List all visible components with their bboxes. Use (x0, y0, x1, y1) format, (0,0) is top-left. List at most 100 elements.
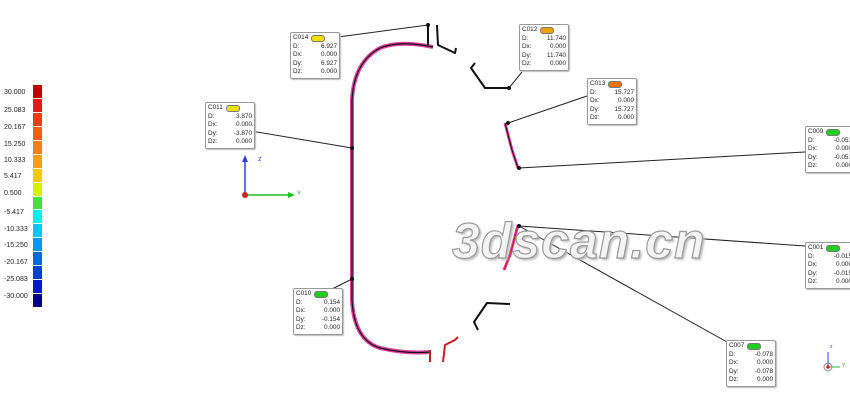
field-value-d: 3.870 (236, 112, 252, 120)
field-label: D: (522, 34, 529, 42)
watermark: 3dscan.cn (451, 212, 706, 269)
leader-c012 (508, 71, 523, 89)
field-value-dz: 0.000 (321, 68, 337, 76)
deviation-color-badge (747, 342, 762, 350)
callout-id: C010 (296, 290, 312, 297)
field-label: Dz: (293, 68, 303, 76)
legend-label: 10.333 (4, 157, 26, 164)
field-value-dz: 0.000 (550, 60, 566, 68)
field-value-d: 15.727 (614, 88, 634, 96)
mini-z-label: z (830, 344, 833, 350)
deviation-color-badge (540, 26, 555, 34)
leader-lines (244, 24, 806, 343)
legend-swatch (33, 266, 42, 281)
legend-swatch (33, 196, 42, 211)
field-label: Dx: (208, 121, 218, 129)
field-label: Dx: (296, 307, 306, 315)
leader-c013 (507, 95, 588, 124)
legend-swatch (33, 140, 42, 155)
deviation-color-badge (225, 104, 240, 112)
deviation-color-badge (314, 290, 329, 298)
field-label: D: (590, 88, 597, 96)
callout-id: C014 (293, 34, 309, 41)
legend-swatch (33, 85, 42, 99)
legend-swatch (33, 112, 42, 127)
legend-label: -25.083 (4, 276, 28, 283)
field-value-dz: 0.000 (836, 162, 850, 170)
field-value-dy: 15.727 (614, 105, 634, 113)
legend-swatch (33, 126, 42, 141)
field-label: Dy: (522, 51, 532, 59)
mini-axis-triad (823, 352, 840, 372)
field-value-dx: 0.000 (550, 43, 566, 51)
deviation-color-badge (311, 34, 326, 42)
legend-label: 5.417 (4, 173, 22, 180)
axis-triad (242, 155, 295, 198)
field-label: Dx: (808, 261, 818, 269)
field-label: D: (296, 298, 303, 306)
leader-c014 (337, 24, 429, 38)
legend-label: 20.167 (4, 124, 26, 131)
field-value-dy: -3.870 (233, 129, 252, 137)
legend-label: -15.250 (4, 242, 28, 249)
part-cross-section (350, 24, 520, 363)
legend-label: 25.083 (4, 107, 26, 114)
field-value-dz: 0.000 (618, 114, 634, 122)
leader-c011 (244, 129, 353, 149)
field-label: Dy: (296, 315, 306, 323)
field-label: Dz: (729, 376, 739, 384)
field-label: Dy: (729, 367, 739, 375)
legend-swatch (33, 252, 42, 267)
field-value-dx: 0.000 (757, 359, 773, 367)
field-label: D: (208, 112, 215, 120)
field-value-dy: -0.154 (321, 315, 340, 323)
callout-id: C009 (808, 128, 824, 135)
field-label: D: (293, 42, 300, 50)
field-value-dz: 0.000 (757, 376, 773, 384)
field-value-d: -0.051 (833, 136, 850, 144)
field-label: Dz: (808, 162, 818, 170)
legend-swatch (33, 182, 42, 197)
field-value-dz: 0.000 (236, 138, 252, 146)
legend-label: -10.333 (4, 226, 28, 233)
field-value-dy: 11.740 (546, 51, 566, 59)
field-value-d: 11.740 (546, 34, 566, 42)
field-value-dx: 0.000 (236, 121, 252, 129)
leader-c009 (518, 151, 806, 169)
legend-swatch (33, 98, 42, 113)
field-label: Dy: (208, 129, 218, 137)
legend-swatch (33, 210, 42, 225)
field-label: D: (729, 350, 736, 358)
measure-points (350, 23, 521, 281)
deviation-color-badge (608, 80, 623, 88)
legend-swatch (33, 154, 42, 169)
callout-id: C007 (729, 342, 745, 349)
legend-swatch (33, 280, 42, 295)
field-label: Dz: (296, 324, 306, 332)
mini-y-label: Y (842, 363, 846, 369)
field-value-d: 0.154 (324, 298, 340, 306)
field-value-d: -0.015 (833, 252, 850, 260)
field-label: Dz: (590, 114, 600, 122)
field-value-dy: -0.078 (754, 367, 773, 375)
z-axis-label: z (258, 156, 262, 163)
deviation-color-badge (826, 244, 841, 252)
field-value-dy: 6.927 (321, 59, 337, 67)
field-label: Dx: (729, 359, 739, 367)
field-label: Dz: (808, 278, 818, 286)
field-label: Dx: (590, 97, 600, 105)
legend-label: -20.167 (4, 259, 28, 266)
leader-c007 (518, 225, 728, 343)
field-label: Dz: (522, 60, 532, 68)
field-value-dx: 0.000 (836, 145, 850, 153)
legend-swatch (33, 168, 42, 183)
